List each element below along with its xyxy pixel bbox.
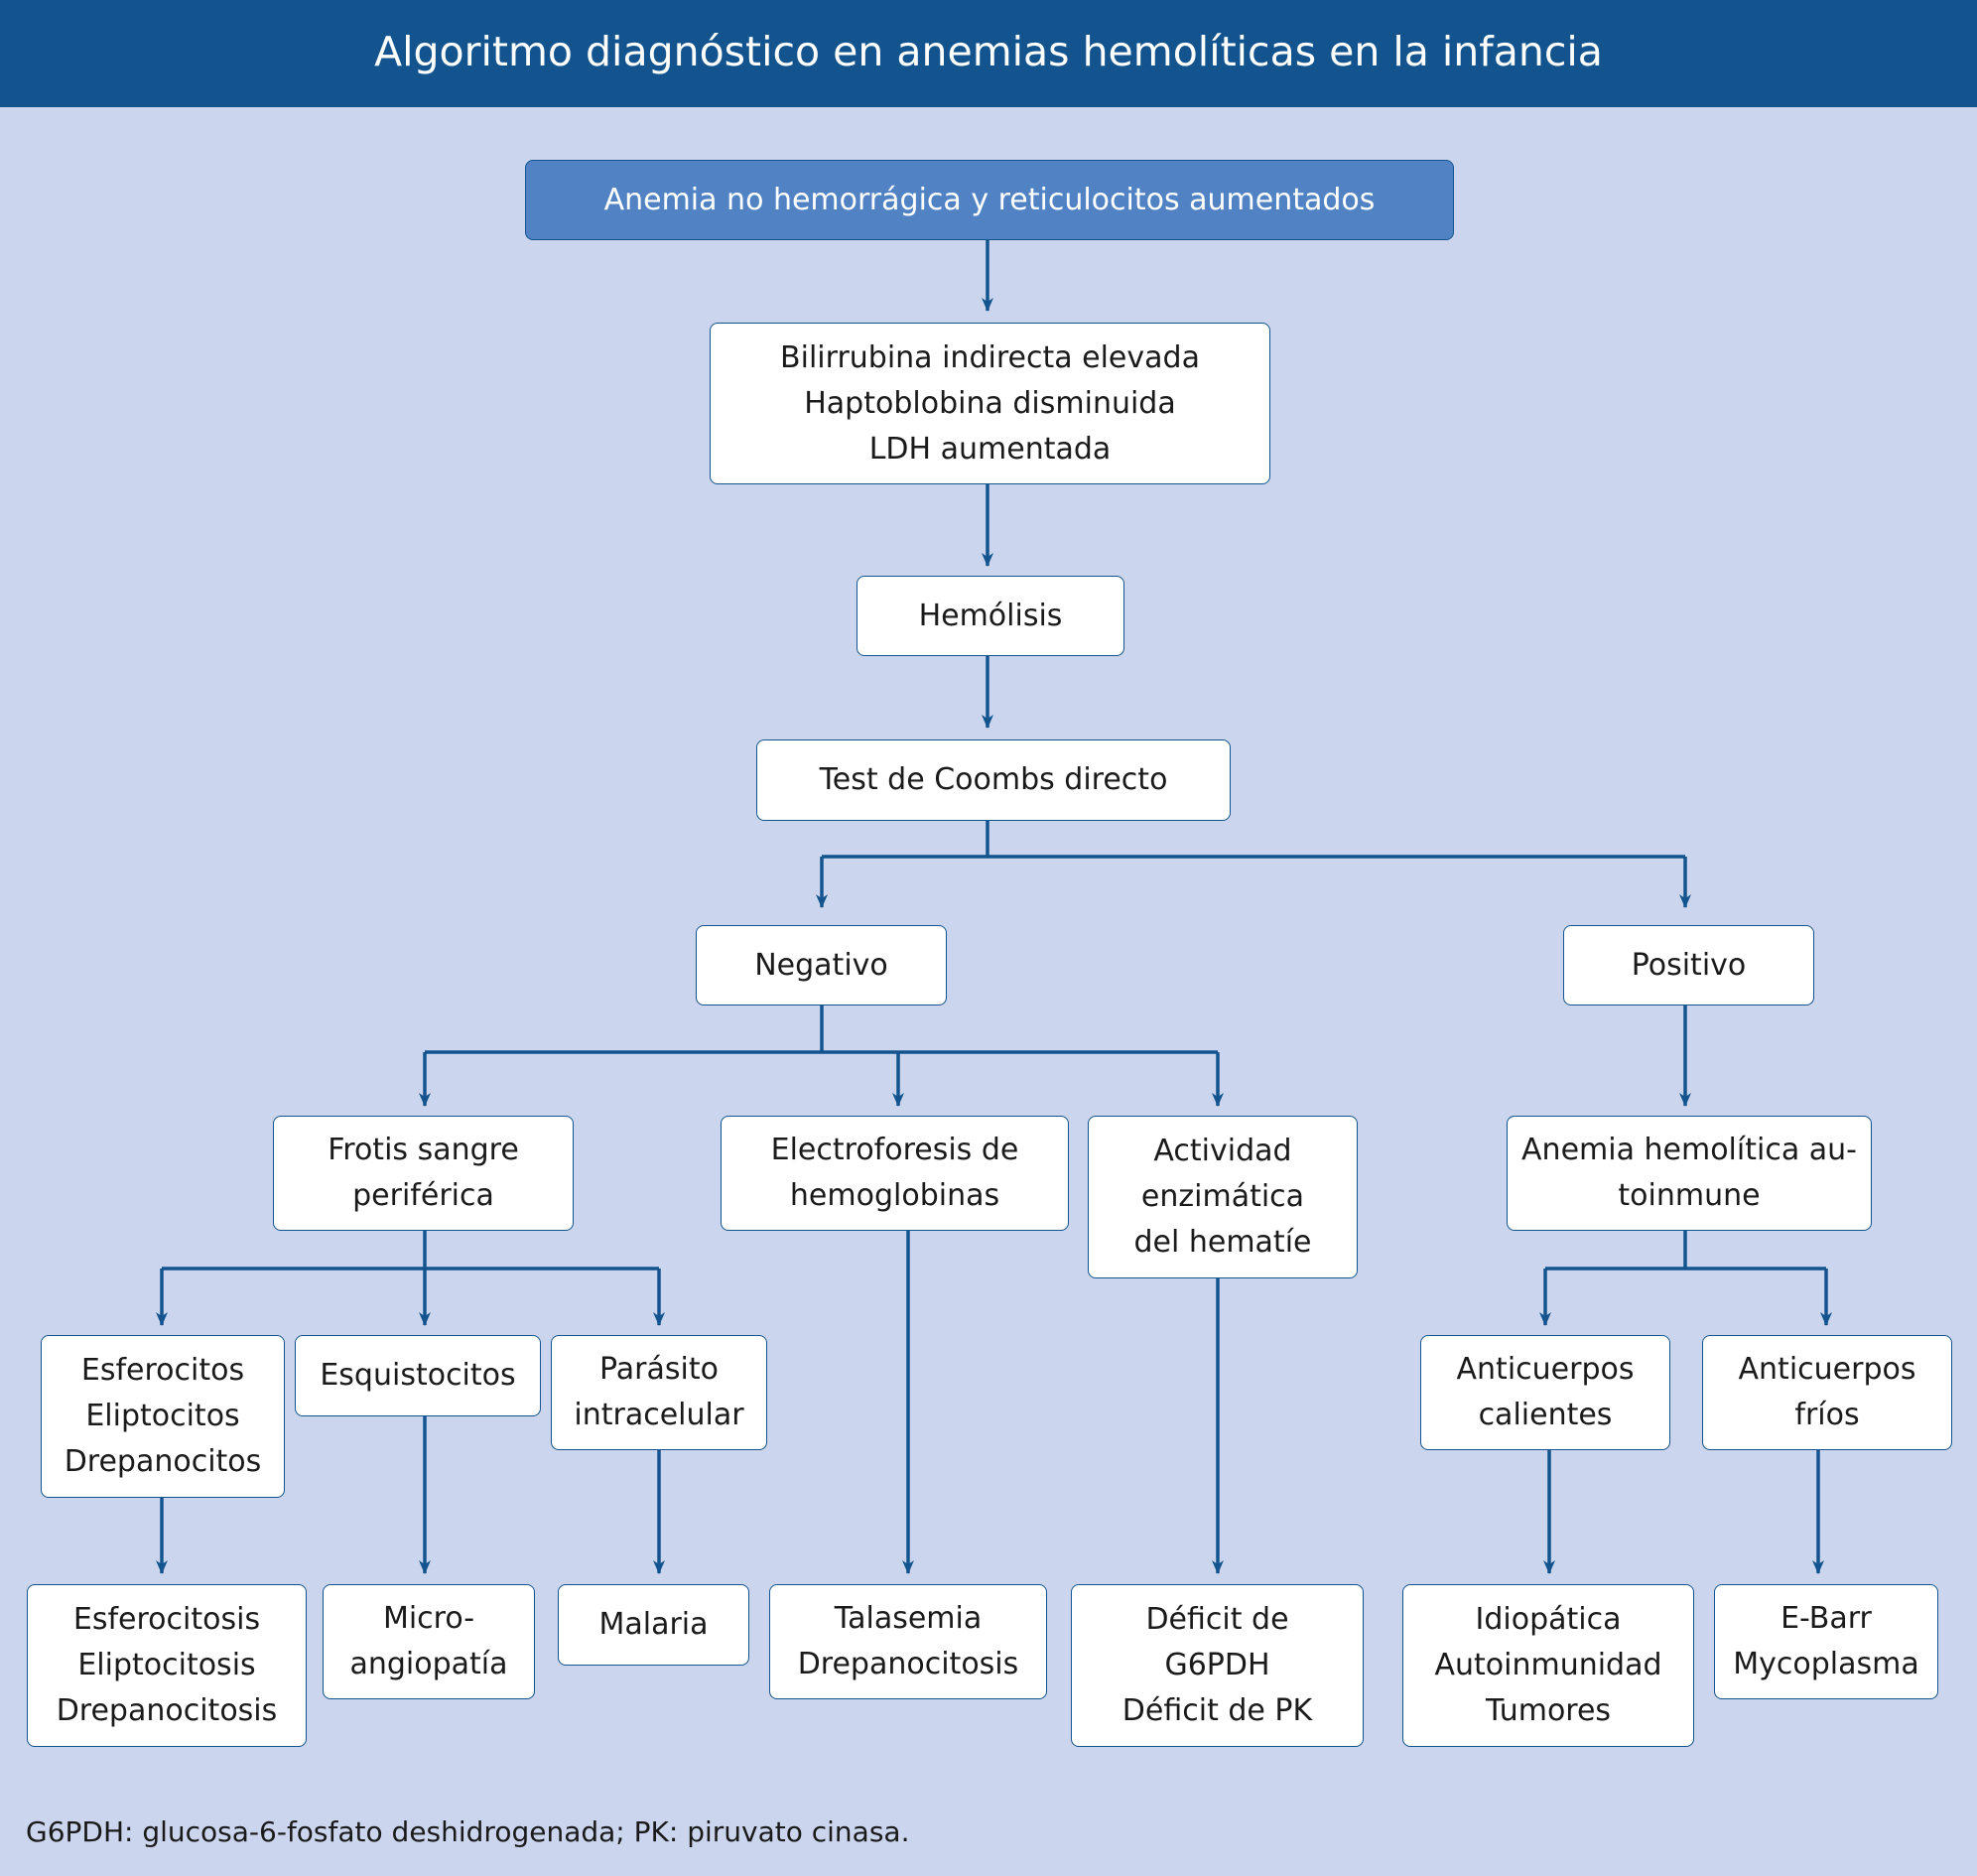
node-malaria: Malaria	[558, 1584, 749, 1666]
connector-coombs-split	[822, 821, 1685, 859]
node-line: Drepanocitosis	[56, 1693, 278, 1728]
node-line: toinmune	[1618, 1178, 1761, 1213]
node-line: Frotis sangre	[328, 1133, 519, 1167]
node-line: Drepanocitosis	[797, 1647, 1019, 1681]
node-line: Hemólisis	[918, 598, 1063, 633]
node-line: Negativo	[754, 947, 888, 983]
node-line: Test de Coombs directo	[819, 762, 1168, 797]
node-line: Eliptocitosis	[77, 1648, 256, 1682]
node-line: del hematíe	[1133, 1225, 1312, 1260]
node-line: intracelular	[574, 1398, 744, 1432]
node-line: Positivo	[1631, 947, 1747, 983]
node-line: Esferocitos	[80, 1353, 245, 1388]
node-actividad-enzimatica: Actividad enzimática del hematíe	[1088, 1116, 1358, 1278]
node-line: Déficit de	[1145, 1602, 1289, 1637]
node-esferocitosis: Esferocitosis Eliptocitosis Drepanocitos…	[27, 1584, 307, 1747]
node-line: Mycoplasma	[1733, 1647, 1919, 1681]
node-anticuerpos-calientes: Anticuerpos calientes	[1420, 1335, 1670, 1450]
node-positivo: Positivo	[1563, 925, 1814, 1005]
node-line: E-Barr	[1780, 1601, 1872, 1636]
node-electroforesis: Electroforesis de hemoglobinas	[721, 1116, 1069, 1231]
node-line: hemoglobinas	[789, 1178, 1000, 1213]
node-deficit-enzimatico: Déficit de G6PDH Déficit de PK	[1071, 1584, 1364, 1747]
node-anticuerpos-frios: Anticuerpos fríos	[1702, 1335, 1952, 1450]
footnote: G6PDH: glucosa-6-fosfato deshidrogenada;…	[26, 1815, 910, 1848]
node-line: enzimática	[1140, 1179, 1305, 1214]
node-line: LDH aumentada	[868, 431, 1112, 467]
node-line: Esquistocitos	[320, 1358, 516, 1393]
node-line: Eliptocitos	[85, 1399, 240, 1433]
node-frotis: Frotis sangre periférica	[273, 1116, 574, 1231]
node-line: Déficit de PK	[1121, 1693, 1313, 1728]
node-line: Electroforesis de	[770, 1133, 1019, 1167]
connector-frotis-split	[162, 1231, 659, 1271]
node-line: Anemia hemolítica au-	[1521, 1133, 1857, 1167]
node-line: Drepanocitos	[64, 1444, 262, 1479]
node-laboratorio: Bilirrubina indirecta elevada Haptoblobi…	[710, 323, 1270, 484]
node-line: Anemia no hemorrágica y reticulocitos au…	[603, 182, 1376, 217]
node-line: Malaria	[598, 1607, 709, 1642]
node-line: Esferocitosis	[72, 1602, 261, 1637]
node-line: Haptoblobina disminuida	[804, 385, 1176, 421]
node-anemia-no-hemorragica: Anemia no hemorrágica y reticulocitos au…	[525, 160, 1454, 240]
node-line: Idiopática	[1475, 1602, 1622, 1637]
node-idiopatica: Idiopática Autoinmunidad Tumores	[1402, 1584, 1694, 1747]
node-line: Autoinmunidad	[1434, 1648, 1662, 1682]
node-line: Actividad	[1153, 1134, 1292, 1168]
node-test-coombs: Test de Coombs directo	[756, 739, 1231, 821]
node-line: periférica	[352, 1178, 494, 1213]
node-negativo: Negativo	[696, 925, 947, 1005]
node-line: Micro-	[382, 1601, 475, 1636]
node-line: fríos	[1794, 1398, 1860, 1432]
node-microangiopatia: Micro- angiopatía	[323, 1584, 535, 1699]
node-esferocitos: Esferocitos Eliptocitos Drepanocitos	[41, 1335, 285, 1498]
node-parasito-intracelular: Parásito intracelular	[551, 1335, 767, 1450]
diagram-title-bar: Algoritmo diagnóstico en anemias hemolít…	[0, 0, 1977, 107]
connector-aha-split	[1545, 1231, 1826, 1271]
diagram-title: Algoritmo diagnóstico en anemias hemolít…	[374, 28, 1603, 75]
connector-negativo-split	[425, 1005, 1218, 1054]
node-line: Talasemia	[834, 1601, 983, 1636]
node-line: Bilirrubina indirecta elevada	[780, 339, 1200, 375]
node-line: Parásito	[599, 1352, 719, 1387]
node-ebarr-mycoplasma: E-Barr Mycoplasma	[1714, 1584, 1938, 1699]
node-line: Anticuerpos	[1456, 1352, 1635, 1387]
node-line: angiopatía	[349, 1647, 508, 1681]
node-line: Anticuerpos	[1738, 1352, 1916, 1387]
node-line: calientes	[1478, 1398, 1613, 1432]
node-anemia-hemolitica-autoinmune: Anemia hemolítica au- toinmune	[1507, 1116, 1872, 1231]
node-hemolisis: Hemólisis	[857, 576, 1124, 656]
node-line: Tumores	[1485, 1693, 1612, 1728]
node-esquistocitos: Esquistocitos	[295, 1335, 541, 1416]
node-talasemia: Talasemia Drepanocitosis	[769, 1584, 1047, 1699]
node-line: G6PDH	[1164, 1648, 1270, 1682]
